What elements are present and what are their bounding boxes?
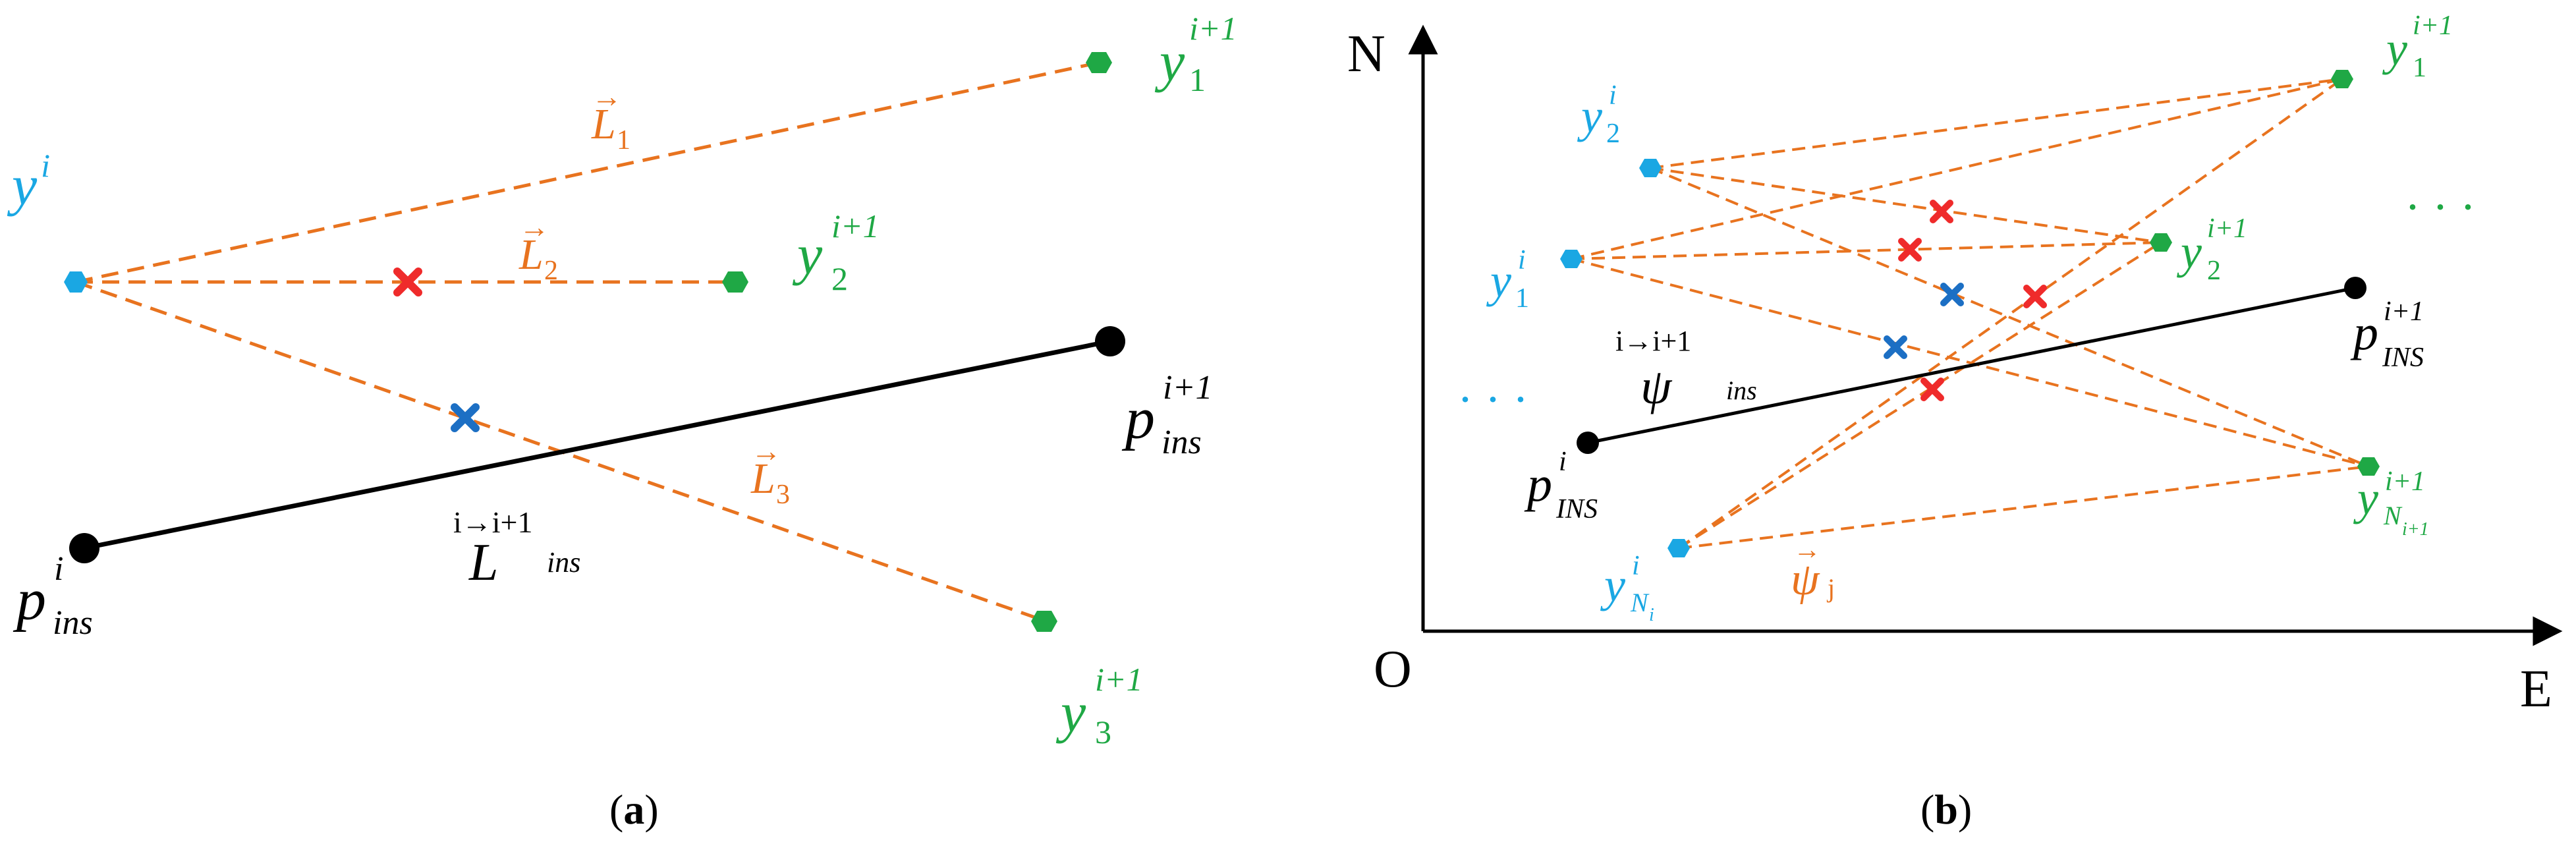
green-hexagon-icon [1086, 52, 1112, 73]
caption-a: (a) [609, 786, 659, 833]
label-vector-l1: →L1 [591, 80, 630, 155]
vector-line-l1 [75, 61, 1100, 284]
black-dot-icon [1095, 326, 1125, 356]
green-hexagon-icon [722, 271, 748, 293]
cyan-hexagon-icon [1667, 539, 1690, 557]
black-dot-icon [1577, 432, 1599, 454]
axis-label-north: N [1347, 25, 1386, 83]
red-cross-icon [1930, 200, 1953, 223]
vector-lines-a [75, 61, 1100, 623]
black-dot-icon [69, 533, 99, 563]
vector-lines-b [1571, 78, 2369, 549]
green-hexagon-icon [2357, 457, 2380, 476]
cyan-hexagon-icon [1560, 250, 1582, 268]
label-vector-l2: →L2 [518, 210, 558, 286]
ellipsis-right: · · · [2405, 181, 2476, 233]
axis-label-origin: O [1374, 640, 1412, 698]
green-hexagon-icon [1031, 611, 1057, 632]
red-cross-icon [1898, 238, 1922, 262]
ellipsis-left: · · · [1457, 373, 1528, 426]
red-cross-icon [393, 267, 422, 296]
green-hexagon-icon [2150, 233, 2172, 252]
axis-label-east: E [2520, 660, 2552, 718]
red-cross-icon [2023, 285, 2047, 308]
blue-cross-icon [1884, 335, 1907, 359]
blue-cross-icon [1940, 283, 1964, 306]
red-cross-icon [1920, 378, 1944, 401]
cyan-hexagon-icon [1639, 159, 1662, 177]
ins-line-a [84, 339, 1111, 551]
caption-b: (b) [1920, 786, 1972, 833]
cyan-hexagon-icon [64, 271, 88, 293]
label-vector-l3: →L3 [750, 434, 790, 510]
black-dot-icon [2344, 277, 2366, 299]
blue-cross-icon [451, 403, 480, 432]
green-hexagon-icon [2331, 70, 2353, 88]
ins-line-b [1587, 286, 2356, 445]
panel-b: N E O [1347, 11, 2563, 833]
